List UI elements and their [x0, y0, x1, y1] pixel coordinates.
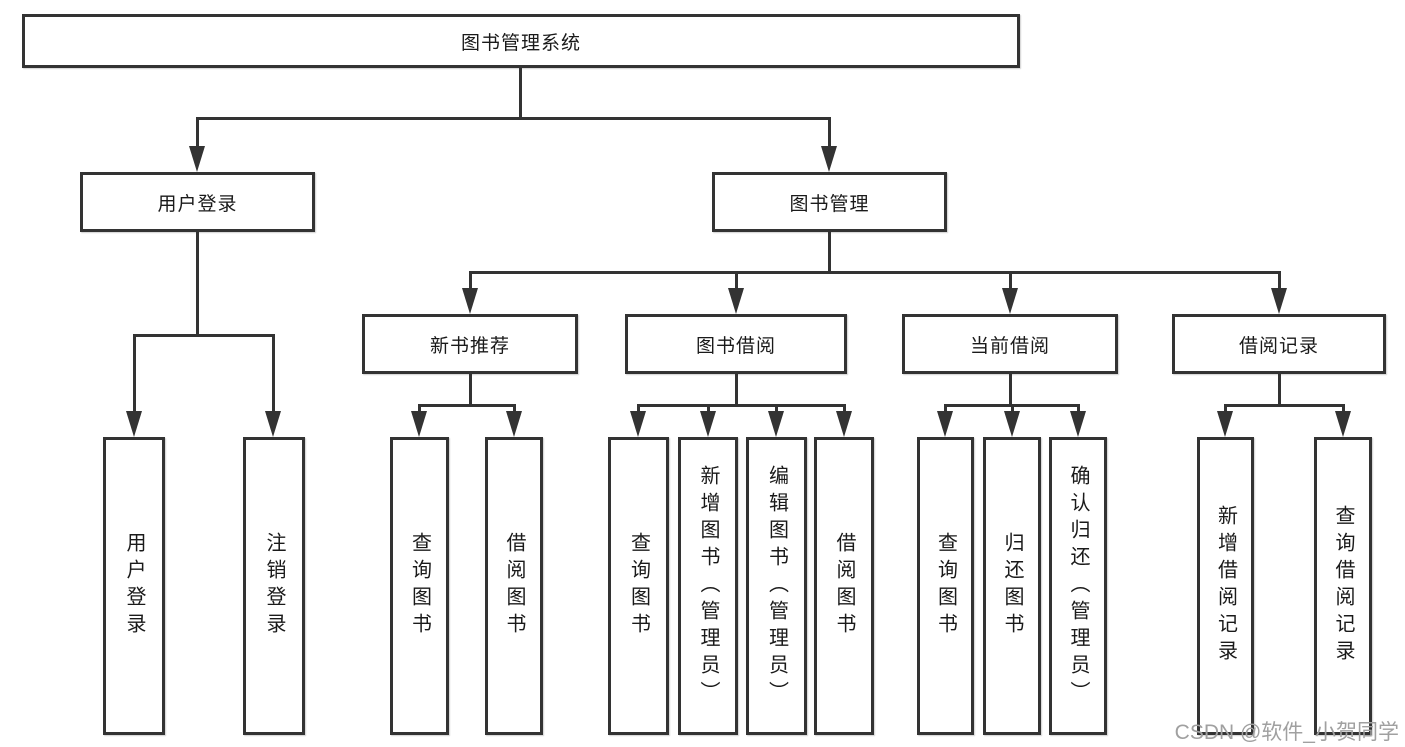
edge-bookmgmt-stem	[828, 232, 831, 274]
leaf-recommend-borrow-books: 借阅图书	[485, 437, 543, 735]
edge-records-drop-1	[1224, 404, 1227, 416]
edge-recommend-drop-2	[513, 404, 516, 416]
leaf-current-return-books-label: 归还图书	[1001, 532, 1023, 640]
node-borrow-records: 借阅记录	[1172, 314, 1386, 374]
edge-userlogin-drop-2	[272, 334, 275, 414]
node-current-borrow: 当前借阅	[902, 314, 1118, 374]
leaf-recommend-query-books-label: 查询图书	[408, 532, 431, 640]
edge-bookmgmt-drop-2	[735, 271, 738, 291]
edge-borrow-drop-2	[707, 404, 710, 416]
edge-recommend-stem	[469, 374, 472, 407]
edge-current-stem	[1009, 374, 1012, 407]
edge-borrow-drop-4	[843, 404, 846, 416]
edge-root-bar	[196, 117, 831, 120]
leaf-current-query-books: 查询图书	[917, 437, 974, 735]
arrow-down-icon	[189, 146, 205, 172]
arrow-down-icon	[728, 288, 744, 314]
edge-current-drop-1	[944, 404, 947, 416]
edge-borrow-drop-3	[775, 404, 778, 416]
node-book-borrow-label: 图书借阅	[695, 335, 776, 357]
leaf-borrow-query-books-label: 查询图书	[627, 532, 650, 640]
node-book-management-label: 图书管理	[789, 193, 870, 215]
leaf-user-login-label: 用户登录	[123, 532, 145, 640]
arrow-down-icon	[700, 411, 716, 437]
edge-borrow-bar	[637, 404, 845, 407]
node-new-book-recommend-label: 新书推荐	[429, 335, 510, 357]
leaf-records-query-record: 查询借阅记录	[1314, 437, 1372, 735]
leaf-records-add-record: 新增借阅记录	[1197, 437, 1254, 735]
node-user-login-label: 用户登录	[157, 193, 238, 215]
leaf-borrow-borrow-books: 借阅图书	[814, 437, 874, 735]
leaf-borrow-edit-books-admin-label: 编辑图书（管理员）	[765, 464, 788, 708]
csdn-watermark: CSDN @软件_小贺同学	[1174, 721, 1399, 744]
edge-current-drop-3	[1077, 404, 1080, 416]
edge-root-drop-right	[828, 117, 831, 149]
arrow-down-icon	[836, 411, 852, 437]
leaf-recommend-borrow-books-label: 借阅图书	[503, 532, 525, 640]
leaf-logout-label: 注销登录	[263, 532, 285, 640]
edge-records-stem	[1278, 374, 1281, 407]
arrow-down-icon	[1335, 411, 1351, 437]
edge-root-drop-left	[196, 117, 199, 149]
leaf-records-add-record-label: 新增借阅记录	[1214, 505, 1237, 667]
edge-root-stem	[519, 67, 522, 119]
edge-bookmgmt-drop-4	[1278, 271, 1281, 291]
arrow-down-icon	[821, 146, 837, 172]
edge-current-drop-2	[1011, 404, 1014, 416]
arrow-down-icon	[506, 411, 522, 437]
edge-bookmgmt-drop-1	[469, 271, 472, 291]
node-root: 图书管理系统	[22, 14, 1020, 68]
arrow-down-icon	[937, 411, 953, 437]
arrow-down-icon	[1217, 411, 1233, 437]
leaf-recommend-query-books: 查询图书	[390, 437, 449, 735]
edge-recommend-bar	[418, 404, 516, 407]
node-root-label: 图书管理系统	[460, 32, 581, 54]
edge-records-bar	[1224, 404, 1344, 407]
arrow-down-icon	[126, 411, 142, 437]
edge-borrow-stem	[735, 374, 738, 407]
leaf-current-query-books-label: 查询图书	[934, 532, 957, 640]
node-borrow-records-label: 借阅记录	[1238, 335, 1319, 357]
edge-records-drop-2	[1342, 404, 1345, 416]
arrow-down-icon	[630, 411, 646, 437]
node-current-borrow-label: 当前借阅	[969, 335, 1050, 357]
leaf-borrow-borrow-books-label: 借阅图书	[833, 532, 855, 640]
leaf-current-confirm-return-admin-label: 确认归还（管理员）	[1067, 464, 1089, 708]
node-book-management: 图书管理	[712, 172, 947, 232]
leaf-user-login: 用户登录	[103, 437, 165, 735]
leaf-logout: 注销登录	[243, 437, 305, 735]
leaf-borrow-add-books-admin: 新增图书（管理员）	[678, 437, 738, 735]
edge-userlogin-stem	[196, 232, 199, 337]
leaf-borrow-edit-books-admin: 编辑图书（管理员）	[746, 437, 807, 735]
node-new-book-recommend: 新书推荐	[362, 314, 578, 374]
arrow-down-icon	[1002, 288, 1018, 314]
arrow-down-icon	[265, 411, 281, 437]
leaf-borrow-query-books: 查询图书	[608, 437, 669, 735]
leaf-current-return-books: 归还图书	[983, 437, 1041, 735]
leaf-current-confirm-return-admin: 确认归还（管理员）	[1049, 437, 1107, 735]
node-book-borrow: 图书借阅	[625, 314, 847, 374]
arrow-down-icon	[1271, 288, 1287, 314]
arrow-down-icon	[1070, 411, 1086, 437]
edge-bookmgmt-drop-3	[1009, 271, 1012, 291]
edge-bookmgmt-bar	[469, 271, 1280, 274]
arrow-down-icon	[411, 411, 427, 437]
node-user-login: 用户登录	[80, 172, 315, 232]
edge-borrow-drop-1	[637, 404, 640, 416]
edge-userlogin-drop-1	[133, 334, 136, 414]
leaf-borrow-add-books-admin-label: 新增图书（管理员）	[697, 464, 719, 708]
arrow-down-icon	[768, 411, 784, 437]
leaf-records-query-record-label: 查询借阅记录	[1332, 505, 1354, 667]
edge-recommend-drop-1	[418, 404, 421, 416]
arrow-down-icon	[462, 288, 478, 314]
edge-userlogin-bar	[133, 334, 275, 337]
arrow-down-icon	[1004, 411, 1020, 437]
